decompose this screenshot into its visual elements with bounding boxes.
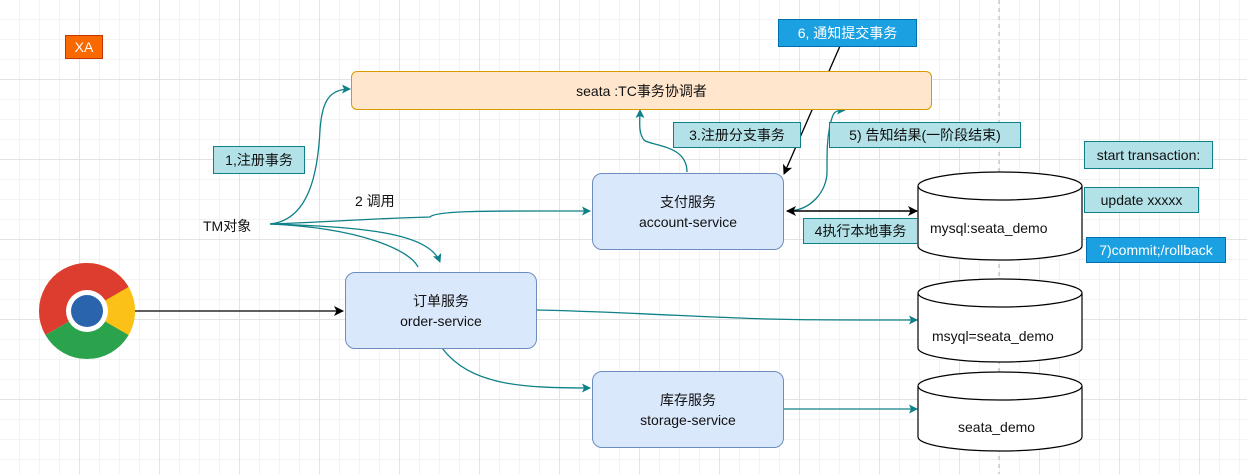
step-exec-local-text: 4执行本地事务 <box>814 223 907 239</box>
step-invoke: 2 调用 <box>355 193 395 209</box>
tc-coordinator-label: seata :TC事务协调者 <box>576 82 707 99</box>
storage-service-id: storage-service <box>640 411 736 428</box>
step-exec-local: 4执行本地事务 <box>803 218 918 244</box>
storage-service-name: 库存服务 <box>660 391 716 408</box>
tm-label: TM对象 <box>203 218 252 234</box>
step-register-tx-text: 1,注册事务 <box>225 152 293 168</box>
account-service-box[interactable]: 支付服务 account-service <box>592 173 784 250</box>
step-register-branch: 3.注册分支事务 <box>673 122 801 148</box>
database-order <box>917 278 1083 363</box>
order-service-box[interactable]: 订单服务 order-service <box>345 272 537 349</box>
arrow-notify-to-account <box>783 45 841 175</box>
arrow-result-to-tc <box>786 105 846 212</box>
sql-update-text: update xxxxx <box>1100 192 1183 208</box>
database-storage <box>917 371 1083 452</box>
database-account <box>917 171 1083 261</box>
xa-badge: XA <box>65 35 103 59</box>
account-service-id: account-service <box>638 213 738 230</box>
notify-commit-label: 6, 通知提交事务 <box>778 19 917 47</box>
arrow-order-to-storage <box>441 347 591 393</box>
arrow-order-to-orderdb <box>536 309 918 325</box>
order-db-label: msyql=seata_demo <box>932 328 1054 344</box>
sql-start-transaction: start transaction: <box>1084 141 1213 169</box>
arrow-account-to-tc <box>635 109 688 173</box>
sql-update: update xxxxx <box>1084 187 1199 213</box>
step-register-branch-text: 3.注册分支事务 <box>689 127 785 143</box>
account-service-name: 支付服务 <box>660 193 716 210</box>
chrome-browser-icon <box>38 262 136 360</box>
arrow-tm-to-order <box>269 223 442 263</box>
storage-db-label: seata_demo <box>958 419 1036 435</box>
arrow-tm-to-order-2 <box>269 223 419 268</box>
notify-commit-text: 6, 通知提交事务 <box>797 25 898 41</box>
step-register-tx: 1,注册事务 <box>213 146 305 174</box>
storage-service-box[interactable]: 库存服务 storage-service <box>592 371 784 448</box>
arrow-tm-to-account <box>269 206 591 225</box>
order-service-name: 订单服务 <box>413 292 469 309</box>
order-service-id: order-service <box>400 312 482 329</box>
sql-start-text: start transaction: <box>1096 147 1201 163</box>
arrow-tm-to-tc <box>269 84 351 225</box>
xa-badge-label: XA <box>74 39 94 55</box>
step-report-result: 5) 告知结果(一阶段结束) <box>829 122 1021 148</box>
sql-commit-text: 7)commit;/rollback <box>1099 242 1213 258</box>
sql-commit-rollback: 7)commit;/rollback <box>1086 237 1226 263</box>
tc-coordinator[interactable]: seata :TC事务协调者 <box>351 71 932 110</box>
account-db-label: mysql:seata_demo <box>930 220 1048 236</box>
step-report-result-text: 5) 告知结果(一阶段结束) <box>849 127 1001 143</box>
